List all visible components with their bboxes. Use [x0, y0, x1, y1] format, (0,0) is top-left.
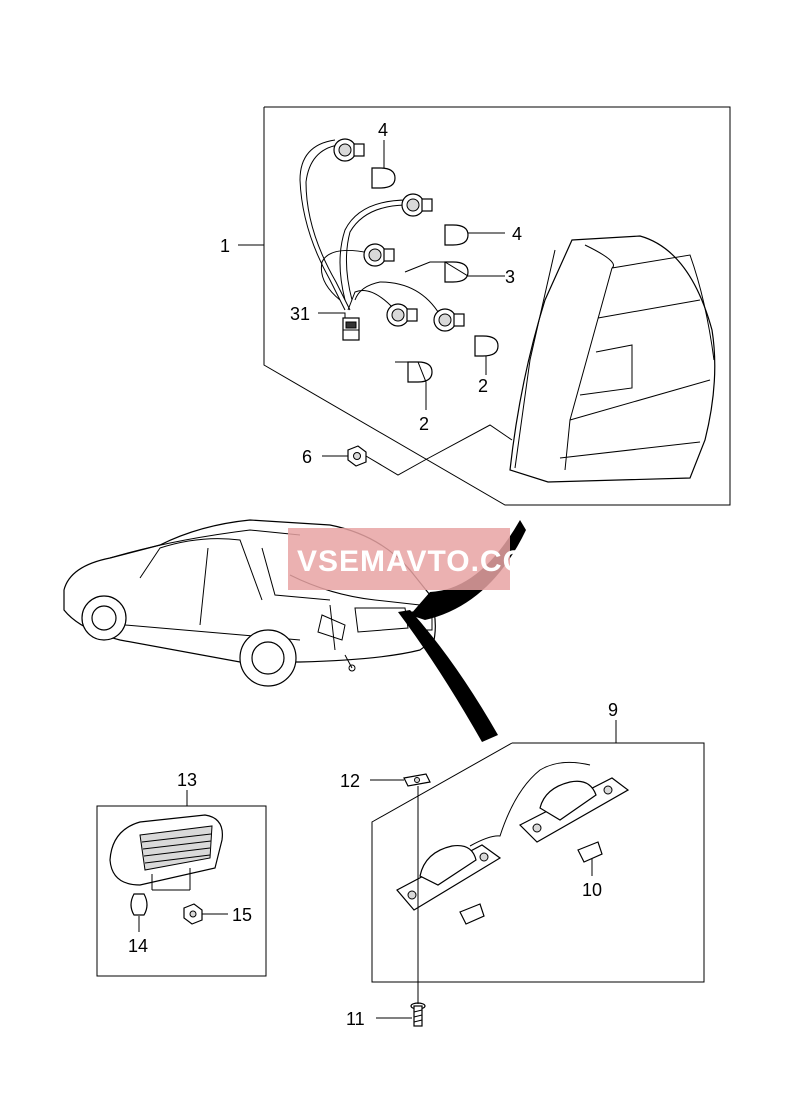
bulb-4-upper[interactable]: [371, 167, 396, 189]
callout-10: 10: [582, 880, 602, 900]
stop-lamp-bulb-14[interactable]: [130, 893, 148, 916]
license-lamp-wire: [469, 761, 591, 847]
bulb-3[interactable]: [444, 261, 469, 283]
bulb-socket-5[interactable]: [433, 308, 465, 332]
leader-line-3: [404, 261, 505, 277]
bulb-4-lower[interactable]: [444, 224, 469, 246]
callout-15: 15: [232, 905, 252, 925]
tail-lamp-housing[interactable]: [509, 235, 716, 483]
license-lamp-frame: [371, 742, 705, 983]
stop-lamp-group: 13 14 15: [96, 770, 267, 977]
callout-13: 13: [177, 770, 197, 790]
callout-31: 31: [290, 304, 310, 324]
leader-line-6-ext: [365, 424, 513, 476]
pointer-arrow-tail-lamp: [410, 520, 526, 620]
watermark: VSEMAVTO.COM: [288, 528, 553, 590]
nut-6[interactable]: [347, 445, 367, 467]
callout-2a: 2: [478, 376, 488, 396]
bulb-2-left[interactable]: [407, 361, 433, 383]
callout-2b: 2: [419, 414, 429, 434]
screw-11[interactable]: [410, 1002, 426, 1027]
clip-12[interactable]: [403, 773, 431, 787]
license-lamp-right[interactable]: [518, 777, 630, 843]
harness-connector[interactable]: [342, 317, 360, 341]
callout-3: 3: [505, 267, 515, 287]
license-bulb-10[interactable]: [577, 841, 603, 863]
callout-12: 12: [340, 771, 360, 791]
leader-line-2b: [395, 361, 427, 410]
stop-lamp-nut-15[interactable]: [183, 903, 203, 925]
license-bulb-left[interactable]: [459, 903, 485, 925]
bulb-2-right[interactable]: [474, 335, 499, 357]
tail-lamp-frame: [263, 106, 731, 506]
watermark-background: [288, 528, 510, 590]
tail-lamp-assembly-group: 1 4 4 3 2 2 31 6: [220, 106, 731, 506]
bulb-socket-1[interactable]: [333, 138, 365, 162]
callout-14: 14: [128, 936, 148, 956]
callout-4a: 4: [378, 120, 388, 140]
bulb-socket-2[interactable]: [401, 193, 433, 217]
wiring-harness: [299, 139, 441, 316]
pointer-arrow-license-lamp: [398, 610, 498, 742]
license-lamp-group: 9 10 11 12: [340, 700, 705, 1029]
callout-4b: 4: [512, 224, 522, 244]
bulb-socket-4[interactable]: [386, 303, 418, 327]
license-lamp-left[interactable]: [396, 844, 502, 911]
bulb-socket-3[interactable]: [363, 243, 395, 267]
callout-6: 6: [302, 447, 312, 467]
callout-9: 9: [608, 700, 618, 720]
leader-line-31: [318, 312, 346, 318]
stop-lamp-frame: [96, 805, 267, 977]
callout-11: 11: [346, 1009, 365, 1029]
callout-1: 1: [220, 236, 230, 256]
watermark-text: VSEMAVTO.COM: [297, 545, 553, 578]
stop-lamp-housing[interactable]: [109, 814, 223, 891]
